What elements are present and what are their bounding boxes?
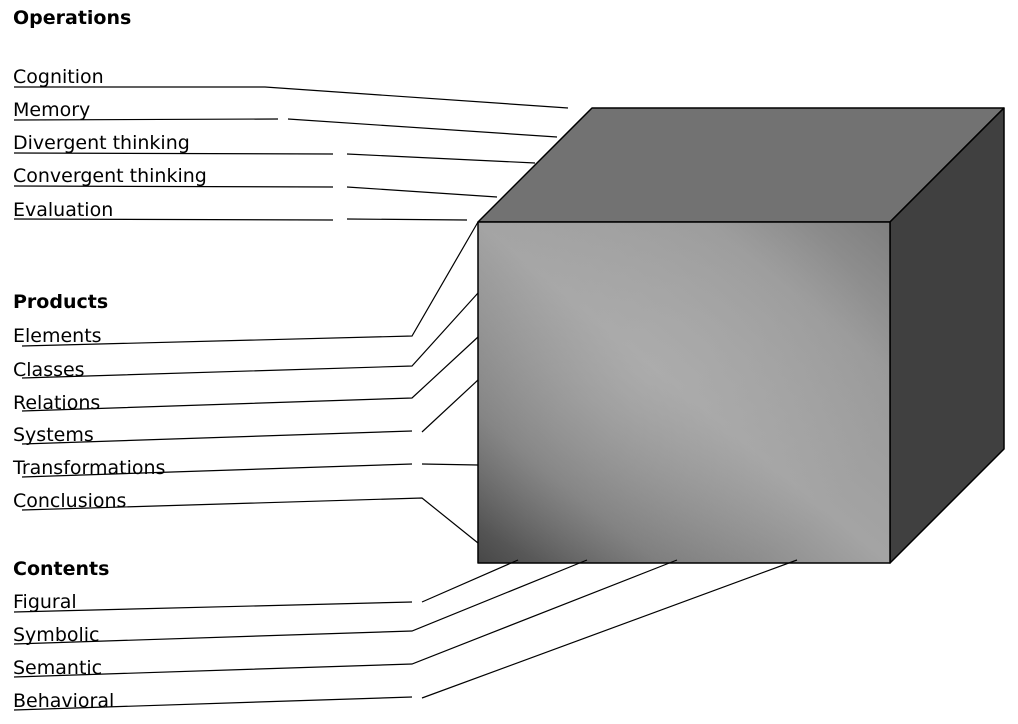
operations-heading: Operations [13,7,131,29]
label-convergent-thinking: Convergent thinking [13,165,207,187]
leader-elements [21,221,479,347]
products-group: Products Elements Classes Relations Syst… [12,291,165,512]
label-divergent-thinking: Divergent thinking [13,132,190,154]
label-systems: Systems [13,424,94,446]
leader-convergent-thinking [13,185,334,188]
leader-convergent-thinking-tail [346,186,498,198]
leader-divergent-thinking-tail [346,153,536,164]
leader-systems [21,430,413,445]
leader-figural-tail [421,559,519,603]
leader-divergent-thinking [13,152,334,155]
cube [477,107,1005,564]
operations-group: Operations Cognition Memory Divergent th… [13,7,207,221]
contents-heading: Contents [13,558,109,580]
leader-cognition [14,86,569,109]
leader-memory [13,118,279,121]
leader-evaluation [13,218,334,221]
label-relations: Relations [13,392,100,414]
label-conclusions: Conclusions [13,490,126,512]
leader-semantic [13,559,678,678]
label-symbolic: Symbolic [13,624,100,646]
label-semantic: Semantic [13,657,102,679]
products-heading: Products [13,291,108,313]
label-elements: Elements [13,325,102,347]
leader-evaluation-tail [346,218,468,221]
label-cognition: Cognition [13,66,104,88]
leader-systems-tail [421,379,479,433]
label-classes: Classes [13,359,85,381]
cube-front-highlight [479,223,889,562]
leader-behavioral [13,696,413,711]
leader-classes [21,292,479,379]
leader-lines [13,86,798,711]
leader-memory-tail [287,118,558,138]
label-evaluation: Evaluation [13,199,113,221]
label-figural: Figural [13,591,77,613]
leader-symbolic [13,559,588,645]
leader-transformations [21,463,413,478]
contents-group: Contents Figural Symbolic Semantic Behav… [13,558,114,712]
leader-relations [21,336,479,412]
leader-figural [13,601,413,613]
label-memory: Memory [13,99,90,121]
label-behavioral: Behavioral [13,690,114,712]
leader-behavioral-tail [421,559,798,699]
leader-transformations-tail [421,463,479,466]
leader-conclusions [21,497,479,544]
label-transformations: Transformations [12,457,165,479]
